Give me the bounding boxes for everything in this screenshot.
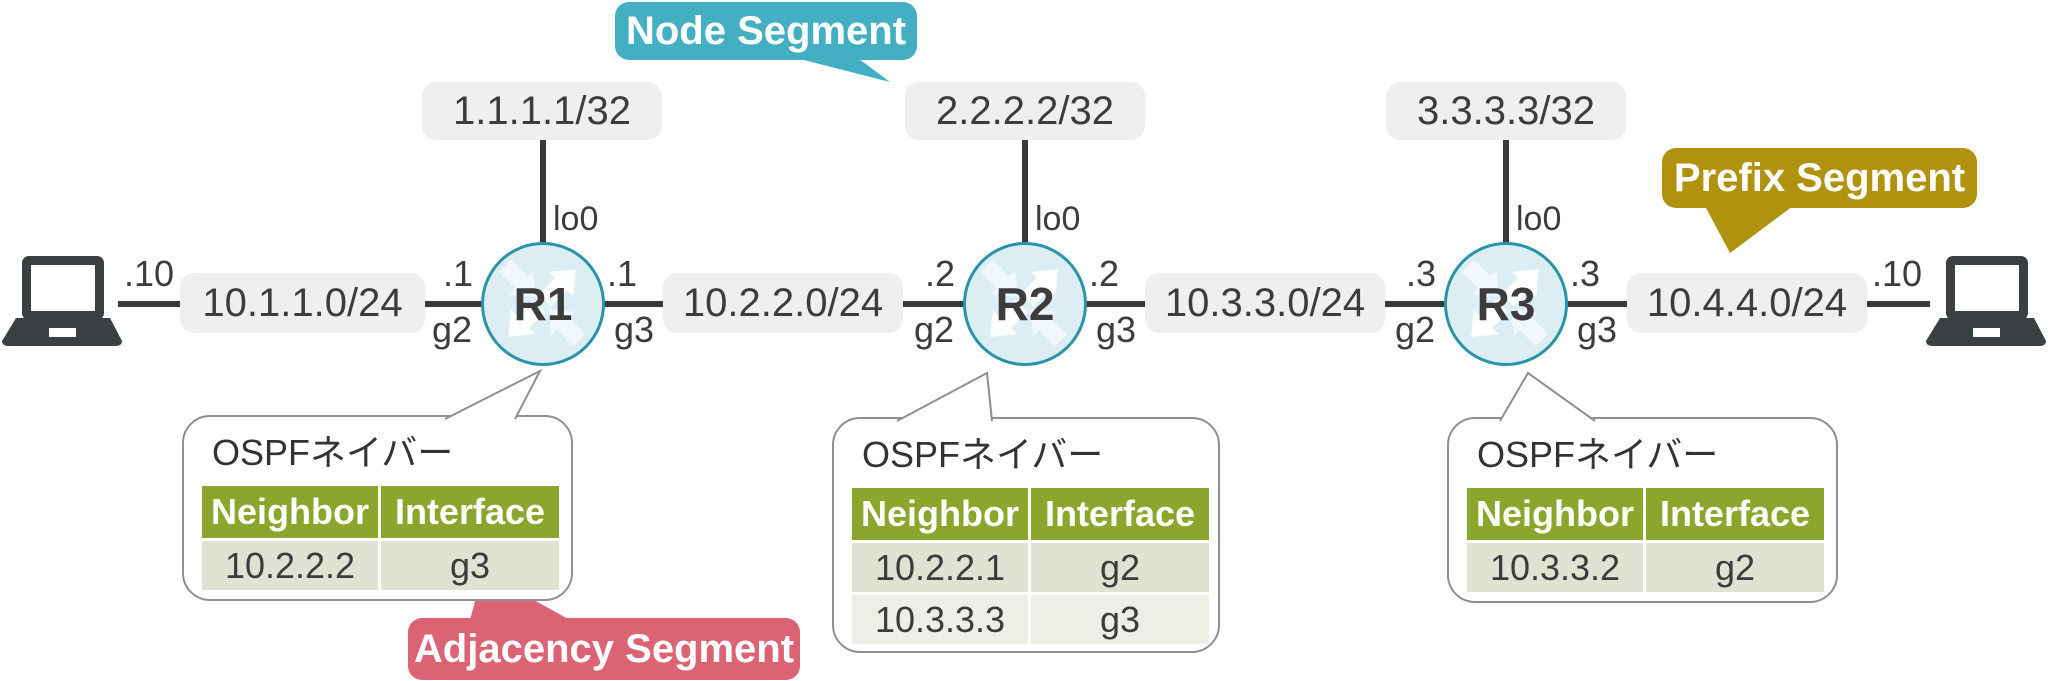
interface-column-header: Interface <box>1646 488 1824 541</box>
loopback-line-r2 <box>1022 140 1028 244</box>
r1-left-addr: .1 <box>442 253 473 294</box>
lo0-label-r3: lo0 <box>1516 200 1562 238</box>
neighbor-column-header: Neighbor <box>852 488 1028 541</box>
link-line <box>118 301 182 307</box>
ospf-callout-title: OSPFネイバー <box>1477 434 1719 475</box>
lo0-label-r1: lo0 <box>553 200 599 238</box>
lo0-label-r2: lo0 <box>1035 200 1081 238</box>
loopback-label-r1: 1.1.1.1/32 <box>422 82 662 140</box>
r2-right-if: g3 <box>1095 309 1137 350</box>
ospf-callout-title: OSPFネイバー <box>212 432 454 473</box>
table-header-row: Neighbor Interface <box>202 486 559 539</box>
r2-left-if: g2 <box>913 309 955 350</box>
r2-right-addr: .2 <box>1089 253 1120 294</box>
network-label-10-1-1-0: 10.1.1.0/24 <box>180 273 425 333</box>
interface-cell: g3 <box>1031 595 1209 645</box>
network-label-10-2-2-0: 10.2.2.0/24 <box>663 273 903 333</box>
adjacency-segment-label: Adjacency Segment <box>413 626 795 671</box>
interface-cell: g3 <box>381 541 559 591</box>
neighbor-cell: 10.3.3.3 <box>852 595 1028 645</box>
prefix-segment-callout: Prefix Segment <box>1662 148 1977 208</box>
r3-left-addr: .3 <box>1405 253 1436 294</box>
interface-cell: g2 <box>1646 543 1824 593</box>
network-label-text: 10.2.2.0/24 <box>682 280 884 325</box>
table-header-row: Neighbor Interface <box>852 488 1209 541</box>
r1-right-addr: .1 <box>607 253 638 294</box>
interface-column-header: Interface <box>381 486 559 539</box>
router-name: R3 <box>1476 278 1536 330</box>
neighbor-cell: 10.3.3.2 <box>1467 543 1643 593</box>
table-row: 10.3.3.2 g2 <box>1467 543 1824 593</box>
table-row: 10.3.3.3 g3 <box>852 595 1209 645</box>
ospf-callout-title: OSPFネイバー <box>862 434 1104 475</box>
prefix-segment-label: Prefix Segment <box>1673 155 1966 200</box>
laptop-icon-right <box>1926 256 2046 350</box>
router-r2-icon: R2 <box>963 242 1087 366</box>
router-name: R1 <box>513 278 573 330</box>
r2-left-addr: .2 <box>924 253 955 294</box>
node-segment-label: Node Segment <box>625 8 907 53</box>
network-label-10-3-3-0: 10.3.3.0/24 <box>1145 273 1385 333</box>
loopback-line-r1 <box>540 140 546 244</box>
r3-right-if: g3 <box>1576 309 1618 350</box>
prefix-segment-callout-tail <box>1705 206 1793 253</box>
loopback-label-text: 2.2.2.2/32 <box>936 88 1114 133</box>
link-line <box>1383 301 1447 307</box>
neighbor-cell: 10.2.2.2 <box>202 541 378 591</box>
table-header-row: Neighbor Interface <box>1467 488 1824 541</box>
table-row: 10.2.2.2 g3 <box>202 541 559 591</box>
r3-right-addr: .3 <box>1570 253 1601 294</box>
r1-left-if: g2 <box>431 309 473 350</box>
loopback-label-text: 1.1.1.1/32 <box>453 88 631 133</box>
link-line <box>1083 301 1147 307</box>
link-line <box>1565 301 1629 307</box>
neighbor-cell: 10.2.2.1 <box>852 543 1028 593</box>
network-label-text: 10.1.1.0/24 <box>202 280 403 325</box>
ospf-neighbor-table-r3: Neighbor Interface 10.3.3.2 g2 <box>1464 485 1827 595</box>
interface-cell: g2 <box>1031 543 1209 593</box>
ospf-neighbor-callout-r1: OSPFネイバー Neighbor Interface 10.2.2.2 g3 <box>182 415 573 601</box>
laptop-icon-left <box>2 256 122 350</box>
router-r3-icon: R3 <box>1444 242 1568 366</box>
network-label-text: 10.4.4.0/24 <box>1646 280 1848 325</box>
ospf-neighbor-callout-r2: OSPFネイバー Neighbor Interface 10.2.2.1 g2 … <box>832 417 1220 653</box>
loopback-line-r3 <box>1503 140 1509 244</box>
ospf-callout-tail-r1 <box>444 368 543 420</box>
interface-column-header: Interface <box>1031 488 1209 541</box>
router-name: R2 <box>995 278 1055 330</box>
router-r1-icon: R1 <box>481 242 605 366</box>
link-line <box>1865 301 1930 307</box>
network-label-text: 10.3.3.0/24 <box>1164 280 1366 325</box>
link-line <box>901 301 965 307</box>
ospf-neighbor-table-r1: Neighbor Interface 10.2.2.2 g3 <box>199 483 562 593</box>
table-row: 10.2.2.1 g2 <box>852 543 1209 593</box>
neighbor-column-header: Neighbor <box>202 486 378 539</box>
host-ip-label-right: .10 <box>1872 253 1923 294</box>
neighbor-column-header: Neighbor <box>1467 488 1643 541</box>
r1-right-if: g3 <box>613 309 655 350</box>
loopback-label-text: 3.3.3.3/32 <box>1417 88 1595 133</box>
ospf-callout-tail-r2 <box>896 371 993 422</box>
ospf-callout-tail-r3 <box>1499 371 1596 422</box>
r3-left-if: g2 <box>1394 309 1436 350</box>
ospf-neighbor-table-r2: Neighbor Interface 10.2.2.1 g2 10.3.3.3 … <box>849 485 1212 647</box>
loopback-label-r3: 3.3.3.3/32 <box>1386 82 1626 140</box>
loopback-label-r2: 2.2.2.2/32 <box>905 82 1145 140</box>
adjacency-segment-callout: Adjacency Segment <box>408 618 800 680</box>
node-segment-callout-tail <box>788 56 890 82</box>
link-line <box>423 301 484 307</box>
node-segment-callout: Node Segment <box>615 2 917 60</box>
link-line <box>602 301 665 307</box>
host-ip-label-left: .10 <box>124 253 175 294</box>
ospf-neighbor-callout-r3: OSPFネイバー Neighbor Interface 10.3.3.2 g2 <box>1447 417 1838 603</box>
network-label-10-4-4-0: 10.4.4.0/24 <box>1627 273 1867 333</box>
